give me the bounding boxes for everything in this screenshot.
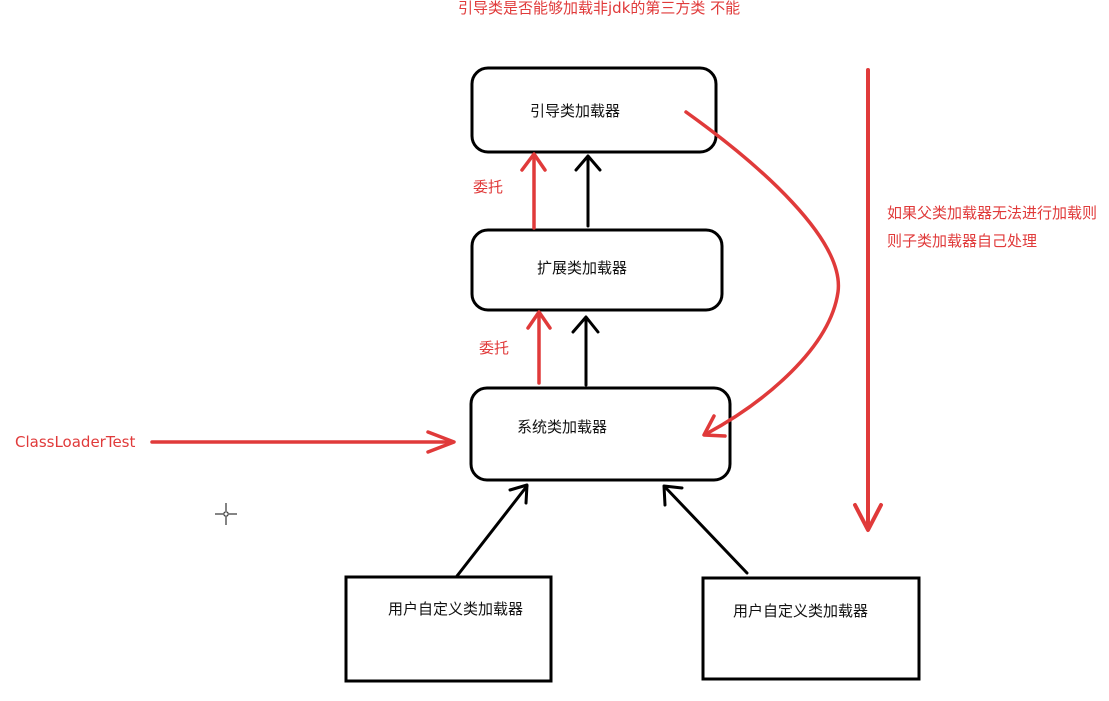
red-down-arrow-right	[853, 68, 883, 532]
delegate-label-bottom: 委托	[479, 339, 509, 357]
red-arrow-delegate-sys-to-ext	[526, 310, 552, 385]
crosshair-cursor-icon	[215, 503, 237, 525]
diagram-title: 引导类是否能够加载非jdk的第三方类 不能	[458, 0, 740, 17]
black-arrow-user-left-to-sys	[455, 483, 529, 578]
extension-loader-label: 扩展类加载器	[537, 259, 627, 277]
red-curve-fallback-arrow	[684, 110, 841, 438]
user-loader-label-left: 用户自定义类加载器	[388, 600, 523, 618]
fallback-note-line2: 则子类加载器自己处理	[887, 232, 1037, 250]
bootstrap-loader-label: 引导类加载器	[530, 102, 620, 120]
black-arrow-sys-to-ext	[571, 315, 600, 387]
entry-label: ClassLoaderTest	[15, 433, 135, 451]
black-arrow-user-right-to-sys	[662, 484, 749, 575]
system-loader-box	[469, 386, 732, 482]
fallback-note-line1: 如果父类加载器无法进行加载则	[887, 204, 1097, 222]
black-arrow-ext-to-boot	[574, 154, 602, 228]
extension-loader-box	[470, 228, 724, 312]
red-arrow-entry-to-system	[150, 430, 456, 454]
delegate-label-top: 委托	[473, 178, 503, 196]
user-loader-label-right: 用户自定义类加载器	[733, 602, 868, 620]
red-arrow-delegate-ext-to-boot	[520, 152, 547, 230]
system-loader-label: 系统类加载器	[517, 418, 607, 436]
bootstrap-loader-box	[470, 66, 718, 154]
user-loader-box-left	[344, 575, 553, 683]
user-loader-box-right	[701, 576, 921, 681]
